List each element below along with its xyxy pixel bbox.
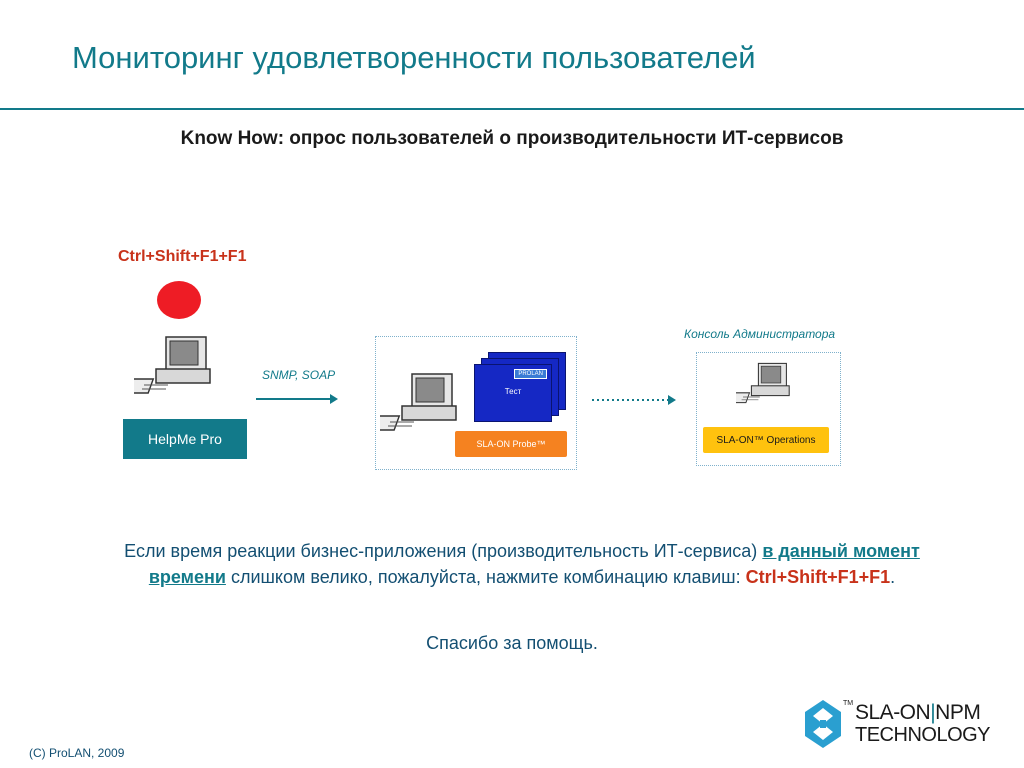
helpme-pro-button[interactable]: HelpMe Pro (123, 419, 247, 459)
title-divider (0, 108, 1024, 110)
sla-on-logo-icon (805, 700, 841, 748)
slide-title: Мониторинг удовлетворенности пользовател… (72, 40, 756, 75)
console-computer-icon (736, 362, 790, 404)
instruction-part1: Если время реакции бизнес-приложения (пр… (124, 541, 763, 561)
instruction-text: Если время реакции бизнес-приложения (пр… (86, 538, 958, 590)
subtitle-prefix: Know How (180, 128, 278, 149)
test-window-text: Тест (504, 387, 522, 396)
thanks-text: Спасибо за помощь. (426, 633, 598, 653)
slide-subtitle: Know How: опрос пользователей о производ… (0, 128, 1024, 150)
logo-separator: | (930, 701, 936, 724)
test-window-front: PROLAN Тест (474, 364, 552, 422)
instruction-part2: слишком велико, пожалуйста, нажмите комб… (225, 567, 746, 587)
sla-on-operations-label: SLA-ON™ Operations (703, 427, 829, 453)
probe-container (375, 336, 577, 470)
protocol-label: SNMP, SOAP (262, 368, 336, 382)
logo-sla-on: SLA-ON (855, 701, 931, 724)
operations-container (696, 352, 841, 466)
arrow-right-icon (256, 394, 338, 404)
copyright-text: (C) ProLAN, 2009 (29, 746, 125, 760)
prolan-tag: PROLAN (514, 369, 547, 379)
admin-console-label: Консоль Администратора (684, 327, 836, 341)
user-computer-icon (134, 336, 211, 394)
hotkey-label: Ctrl+Shift+F1+F1 (118, 248, 247, 265)
subtitle-rest: : опрос пользователей о производительнос… (277, 128, 844, 149)
probe-computer-icon (380, 373, 457, 431)
record-indicator-icon (157, 281, 201, 319)
instruction-emphasis: в данный момент времени (148, 541, 920, 587)
logo-line1: SLA-ON|NPM (855, 701, 981, 725)
dotted-arrow-right-icon (592, 395, 676, 405)
sla-on-probe-label: SLA-ON Probe™ (455, 431, 567, 457)
instruction-end: . (890, 567, 896, 587)
logo-npm: NPM (935, 701, 981, 724)
logo-trademark: TM (843, 700, 854, 707)
instruction-hotkey: Ctrl+Shift+F1+F1 (745, 567, 891, 587)
logo-line2: TECHNOLOGY (855, 724, 991, 746)
